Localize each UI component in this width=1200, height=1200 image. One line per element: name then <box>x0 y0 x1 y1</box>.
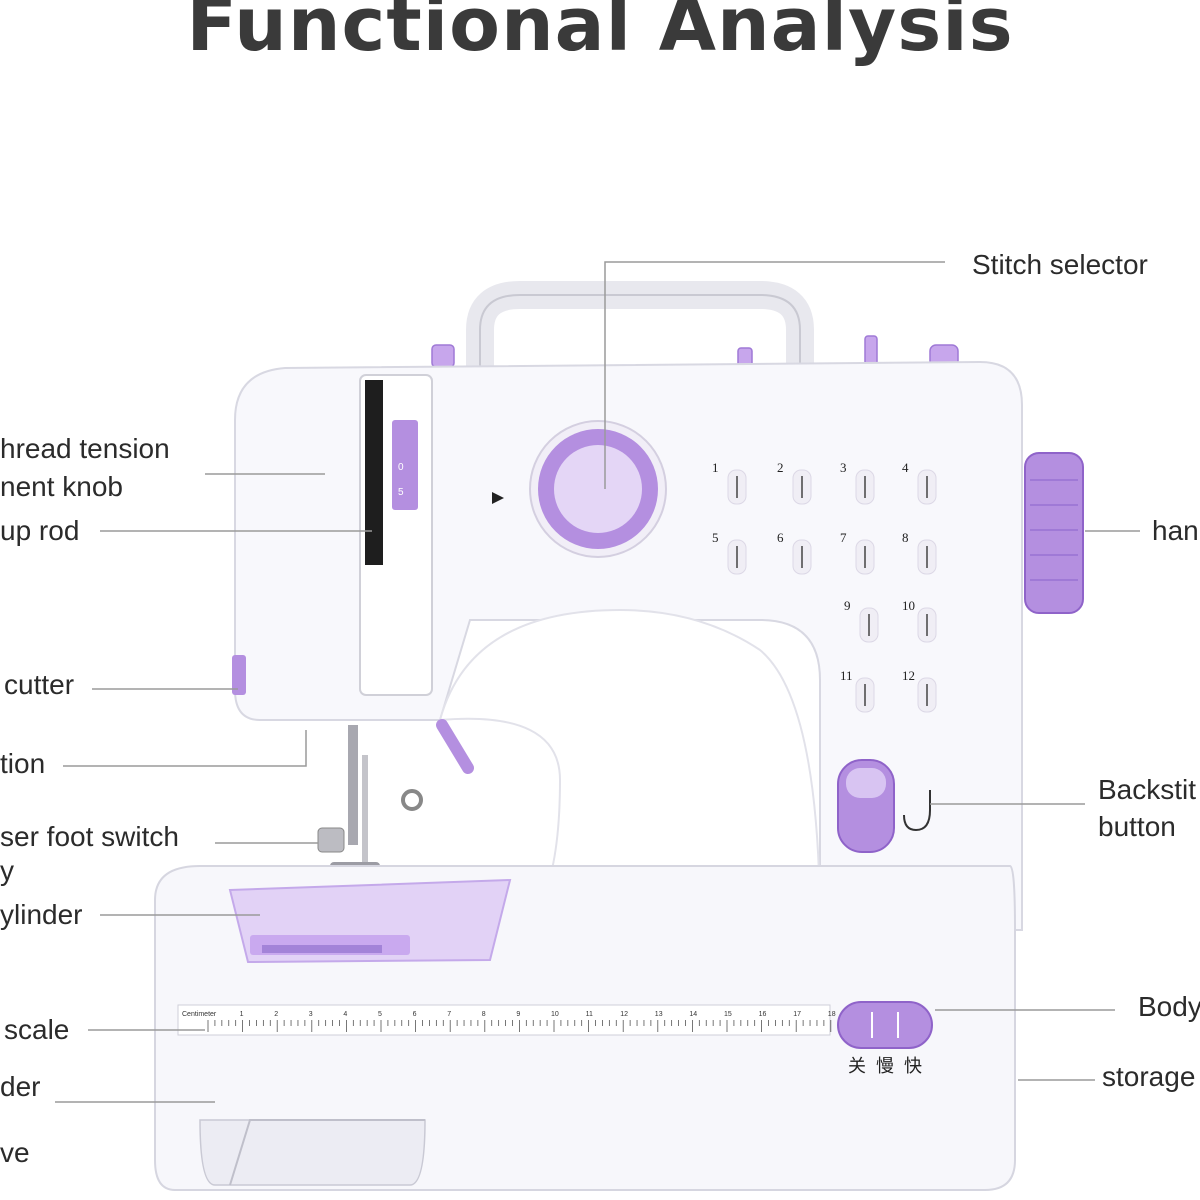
ruler-number-17: 17 <box>793 1011 801 1018</box>
spool-pins <box>431 335 959 375</box>
label-der-line2: ve <box>0 1137 30 1168</box>
speed-label-0: 关 <box>848 1056 866 1077</box>
ruler-number-9: 9 <box>516 1011 520 1018</box>
stitch-number-7: 7 <box>840 530 847 545</box>
ruler-number-13: 13 <box>655 1011 663 1018</box>
ruler-number-1: 1 <box>240 1011 244 1018</box>
presser-foot-switch <box>401 789 423 811</box>
needle-bar <box>348 725 358 845</box>
label-hand-wheel: han <box>1152 515 1199 546</box>
ruler-number-2: 2 <box>274 1011 278 1018</box>
tension-knob <box>392 420 418 510</box>
speed-labels: 关慢快 <box>848 1056 922 1077</box>
label-stitch-selector: Stitch selector <box>972 249 1148 280</box>
stitch-number-8: 8 <box>902 530 909 545</box>
storage-drawer <box>199 1119 426 1186</box>
dial-pointer-icon <box>492 492 504 504</box>
svg-text:0: 0 <box>398 462 404 473</box>
take-up-slot <box>365 380 383 565</box>
label-presser-foot-line1: ser foot switch <box>0 821 179 852</box>
stitch-number-10: 10 <box>902 598 915 613</box>
label-cylinder: ylinder <box>0 899 83 930</box>
spool-pin-3 <box>864 335 878 367</box>
speed-label-1: 慢 <box>876 1056 894 1077</box>
hand-wheel <box>1024 452 1084 614</box>
ruler-number-4: 4 <box>343 1011 347 1018</box>
ruler-number-7: 7 <box>447 1011 451 1018</box>
stitch-number-2: 2 <box>777 460 784 475</box>
leader-lines <box>55 261 1140 1103</box>
stitch-number-5: 5 <box>712 530 719 545</box>
measurement-scale <box>177 1004 831 1036</box>
speed-label-2: 快 <box>904 1056 922 1077</box>
speed-switch <box>837 1001 933 1049</box>
thread-cutter <box>232 655 246 695</box>
ruler-number-5: 5 <box>378 1011 382 1018</box>
stitch-number-12: 12 <box>902 668 915 683</box>
arm-opening <box>438 608 822 931</box>
label-take-up-rod: up rod <box>0 515 80 546</box>
backstitch-icon <box>903 790 931 832</box>
stitch-number-9: 9 <box>844 598 851 613</box>
stitch-number-4: 4 <box>902 460 909 475</box>
ruler-number-10: 10 <box>551 1011 559 1018</box>
page-title: Functional Analysis <box>186 0 1014 68</box>
presser-lever <box>436 719 474 774</box>
label-thread-tension-line1: hread tension <box>0 433 170 464</box>
stitch-number-1: 1 <box>712 460 719 475</box>
label-tion: tion <box>0 748 46 779</box>
label-presser-foot-line2: y <box>0 855 14 886</box>
ruler-number-8: 8 <box>482 1011 486 1018</box>
label-cutter: cutter <box>4 669 75 700</box>
stitch-number-6: 6 <box>777 530 784 545</box>
label-backstitch-line2: button <box>1098 811 1176 842</box>
label-scale: scale <box>4 1014 70 1045</box>
stitch-number-3: 3 <box>840 460 847 475</box>
ruler-number-16: 16 <box>759 1011 767 1018</box>
spool-pin-1 <box>431 344 455 368</box>
stitch-number-11: 11 <box>840 668 853 683</box>
label-thread-tension-line2: nent knob <box>0 471 123 502</box>
ruler-number-3: 3 <box>309 1011 313 1018</box>
ruler-number-14: 14 <box>689 1011 697 1018</box>
label-storage: storage <box>1102 1061 1196 1092</box>
label-backstitch-line1: Backstit <box>1098 774 1197 805</box>
ruler-number-11: 11 <box>586 1011 593 1018</box>
label-body: Body <box>1138 991 1200 1022</box>
ruler-number-6: 6 <box>413 1011 417 1018</box>
ruler-label: Centimeter <box>182 1011 217 1018</box>
ruler-number-12: 12 <box>620 1011 628 1018</box>
ruler-number-18: 18 <box>828 1011 836 1018</box>
svg-text:5: 5 <box>398 487 404 498</box>
label-der-line1: der <box>0 1071 41 1102</box>
ruler-number-15: 15 <box>724 1011 732 1018</box>
